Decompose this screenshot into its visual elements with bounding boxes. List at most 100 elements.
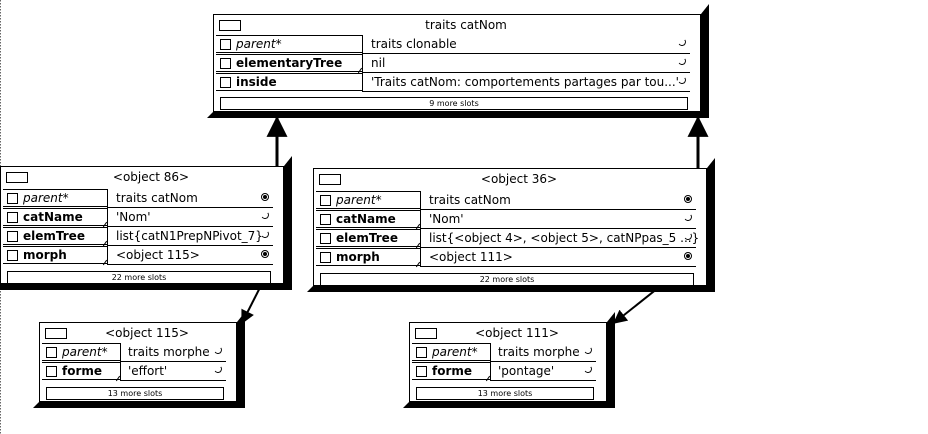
pointer-dot-icon[interactable] xyxy=(683,194,693,204)
pointer-dot-icon[interactable] xyxy=(260,192,270,202)
slot-checkbox[interactable] xyxy=(416,366,427,377)
slot-parent[interactable]: parent* traits clonable xyxy=(216,35,690,54)
collapse-button[interactable] xyxy=(319,174,341,185)
slot-value[interactable]: <object 111> xyxy=(429,250,513,264)
slot-checkbox[interactable] xyxy=(416,347,427,358)
slot-menu-icon[interactable] xyxy=(260,230,270,240)
slot-checkbox[interactable] xyxy=(46,366,57,377)
slot-catname[interactable]: catName 'Nom' xyxy=(316,210,696,230)
slot-menu-icon[interactable] xyxy=(583,346,593,356)
slot-name-box xyxy=(3,189,108,207)
slot-checkbox[interactable] xyxy=(320,233,331,244)
slot-value[interactable]: traits catNom xyxy=(116,191,198,205)
outliner-header: <object 111> xyxy=(410,326,598,342)
more-slots-button[interactable]: 13 more slots xyxy=(46,387,224,400)
outliner-shadow xyxy=(0,284,292,290)
slot-elemtree[interactable]: elemTree list{catN1PrepNPivot_7} xyxy=(3,227,273,247)
slot-checkbox[interactable] xyxy=(7,231,18,242)
more-slots-button[interactable]: 9 more slots xyxy=(220,97,688,110)
slot-checkbox[interactable] xyxy=(320,252,331,263)
slot-menu-icon[interactable] xyxy=(260,211,270,221)
more-slots-button[interactable]: 22 more slots xyxy=(320,273,694,286)
slot-name: parent* xyxy=(62,345,108,359)
slot-catname[interactable]: catName 'Nom' xyxy=(3,208,273,228)
slot-inside[interactable]: inside 'Traits catNom: comportements par… xyxy=(216,73,690,92)
slot-menu-icon[interactable] xyxy=(683,232,693,242)
outliner-header: <object 36> xyxy=(314,172,698,188)
slot-value[interactable]: 'Traits catNom: comportements partages p… xyxy=(371,75,679,89)
slot-value[interactable]: 'Nom' xyxy=(429,212,464,226)
slot-name: catName xyxy=(336,212,396,226)
outliner-object-111[interactable]: <object 111> parent* traits morphe forme… xyxy=(403,312,615,408)
collapse-button[interactable] xyxy=(45,328,67,339)
slot-menu-icon[interactable] xyxy=(213,365,223,375)
slot-name: forme xyxy=(432,364,473,378)
slot-checkbox[interactable] xyxy=(7,212,18,223)
slot-menu-icon[interactable] xyxy=(677,76,687,86)
slot-parent[interactable]: parent* traits morphe xyxy=(412,343,596,362)
slot-menu-icon[interactable] xyxy=(213,346,223,356)
slot-forme[interactable]: forme 'effort' xyxy=(42,362,226,382)
outliner-title: traits catNom xyxy=(425,18,507,32)
slot-elementarytree[interactable]: elementaryTree nil xyxy=(216,54,690,74)
slot-value[interactable]: traits catNom xyxy=(429,193,511,207)
outliner-body: <object 111> parent* traits morphe forme… xyxy=(409,322,607,402)
outliner-body: <object 86> parent* traits catNom catNam… xyxy=(0,166,284,284)
slot-checkbox[interactable] xyxy=(7,250,18,261)
slot-forme[interactable]: forme 'pontage' xyxy=(412,362,596,382)
slot-name: morph xyxy=(23,248,67,262)
slot-value-underline xyxy=(490,380,596,381)
slot-parent[interactable]: parent* traits catNom xyxy=(3,189,273,208)
slot-value-underline xyxy=(120,361,226,362)
pointer-dot-icon[interactable] xyxy=(260,249,270,259)
slot-value[interactable]: nil xyxy=(371,56,386,70)
slot-checkbox[interactable] xyxy=(320,195,331,206)
slot-name-box xyxy=(216,54,363,72)
outliner-object-115[interactable]: <object 115> parent* traits morphe forme… xyxy=(33,312,245,408)
slot-value-underline xyxy=(420,228,696,229)
slot-menu-icon[interactable] xyxy=(677,38,687,48)
slot-checkbox[interactable] xyxy=(220,58,231,69)
more-slots-button[interactable]: 13 more slots xyxy=(416,387,594,400)
outliner-body: traits catNom parent* traits clonable el… xyxy=(213,14,701,112)
slot-value[interactable]: traits morphe xyxy=(498,345,580,359)
slot-value[interactable]: list{catN1PrepNPivot_7} xyxy=(116,229,263,243)
slot-menu-icon[interactable] xyxy=(677,57,687,67)
slot-morph[interactable]: morph <object 115> xyxy=(3,246,273,266)
slot-value[interactable]: 'Nom' xyxy=(116,210,151,224)
slot-value[interactable]: list{<object 4>, <object 5>, catNPpas_5 … xyxy=(429,231,700,245)
slot-checkbox[interactable] xyxy=(46,347,57,358)
outliner-shadow xyxy=(701,4,709,118)
outliner-traits-catnom[interactable]: traits catNom parent* traits clonable el… xyxy=(207,4,709,118)
outliner-title: <object 115> xyxy=(105,326,189,340)
slot-menu-icon[interactable] xyxy=(583,365,593,375)
outliner-header: traits catNom xyxy=(214,18,692,34)
slot-checkbox[interactable] xyxy=(7,193,18,204)
outliner-shadow xyxy=(403,402,615,408)
slot-name-box xyxy=(42,343,121,361)
pointer-dot-icon[interactable] xyxy=(683,251,693,261)
slot-checkbox[interactable] xyxy=(320,214,331,225)
slot-parent[interactable]: parent* traits catNom xyxy=(316,191,696,210)
slot-parent[interactable]: parent* traits morphe xyxy=(42,343,226,362)
collapse-button[interactable] xyxy=(219,20,241,31)
slot-checkbox[interactable] xyxy=(220,39,231,50)
slot-value[interactable]: traits clonable xyxy=(371,37,457,51)
collapse-button[interactable] xyxy=(6,172,28,183)
slot-value-underline xyxy=(420,266,696,267)
slot-value[interactable]: <object 115> xyxy=(116,248,200,262)
slot-morph[interactable]: morph <object 111> xyxy=(316,248,696,268)
slot-elemtree[interactable]: elemTree list{<object 4>, <object 5>, ca… xyxy=(316,229,700,249)
slot-value[interactable]: traits morphe xyxy=(128,345,210,359)
slot-value[interactable]: 'effort' xyxy=(128,364,168,378)
outliner-object-36[interactable]: <object 36> parent* traits catNom catNam… xyxy=(307,158,715,292)
slot-checkbox[interactable] xyxy=(220,77,231,88)
collapse-button[interactable] xyxy=(415,328,437,339)
slot-menu-icon[interactable] xyxy=(683,213,693,223)
slot-name: elementaryTree xyxy=(236,56,343,70)
outliner-object-86[interactable]: <object 86> parent* traits catNom catNam… xyxy=(0,156,292,290)
more-slots-button[interactable]: 22 more slots xyxy=(7,271,271,284)
slot-value[interactable]: 'pontage' xyxy=(498,364,555,378)
slot-value-underline xyxy=(107,245,273,246)
slot-name: forme xyxy=(62,364,103,378)
